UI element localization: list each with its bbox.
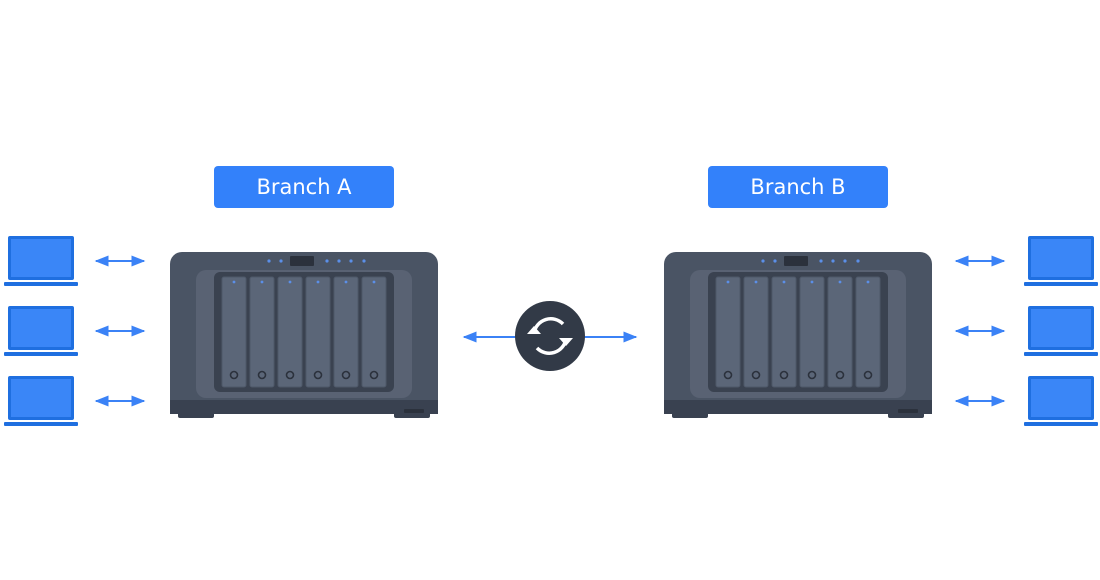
laptop-icon bbox=[4, 236, 78, 286]
branch-b-label: Branch B bbox=[708, 166, 888, 208]
laptop-icon bbox=[1024, 306, 1098, 356]
nas-device-icon bbox=[663, 251, 933, 419]
laptop-icon bbox=[1024, 376, 1098, 426]
branch-a-label: Branch A bbox=[214, 166, 394, 208]
laptop-icon bbox=[4, 376, 78, 426]
laptop-icon bbox=[1024, 236, 1098, 286]
nas-device-icon bbox=[169, 251, 439, 419]
laptop-icon bbox=[4, 306, 78, 356]
sync-icon bbox=[515, 301, 585, 371]
